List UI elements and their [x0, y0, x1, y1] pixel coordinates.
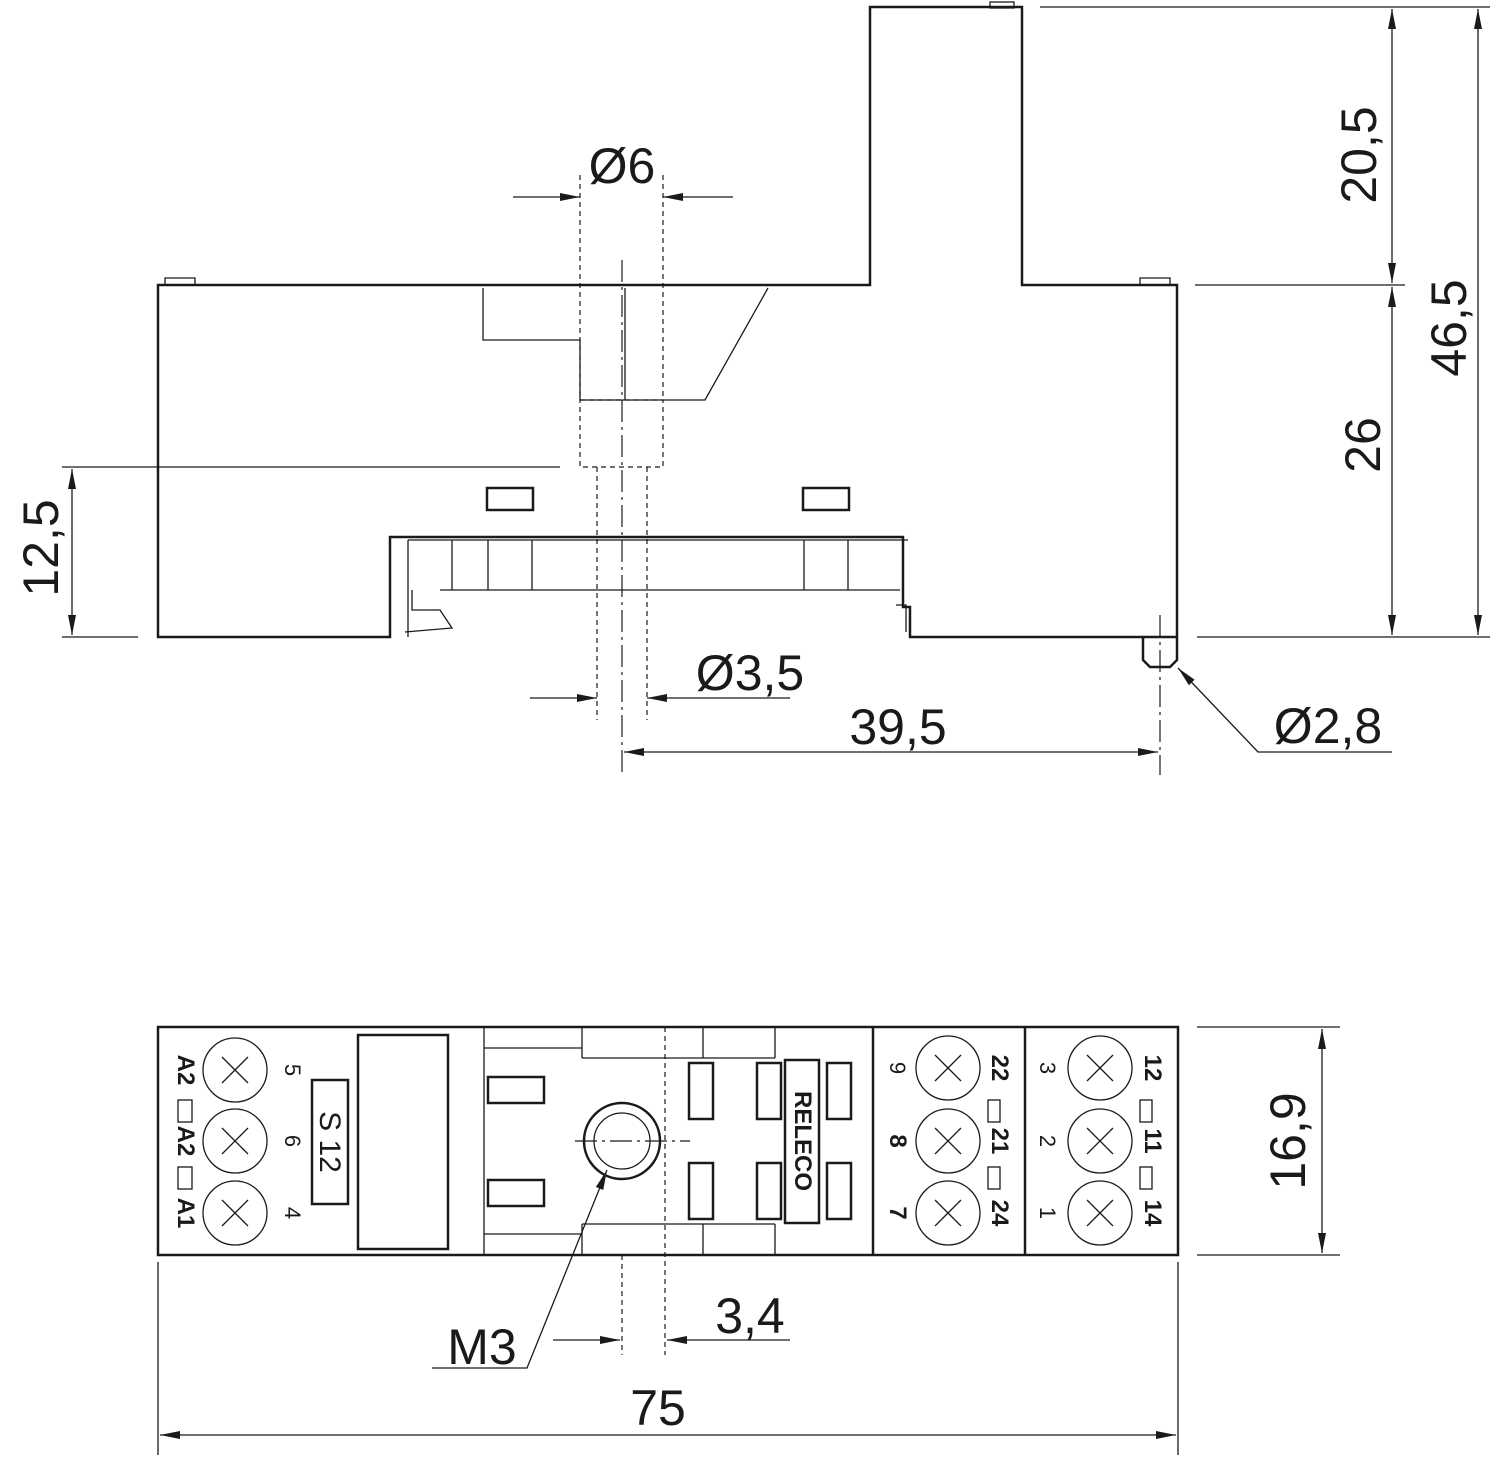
- dim-d2-8-leader: [1177, 667, 1392, 753]
- right-tab-1: [1139, 1099, 1153, 1123]
- slot-tl: [486, 1075, 546, 1105]
- term-num-2: 2: [1035, 1135, 1060, 1147]
- top-view: A2 A2 A1 5 6 4 S 12: [156, 1025, 1180, 1355]
- center-section: [483, 1027, 853, 1255]
- term-label-12: 12: [1139, 1055, 1166, 1082]
- mid-tab-2: [987, 1166, 1001, 1190]
- dim-m3-label: M3: [447, 1319, 516, 1375]
- brand-plate: [783, 1058, 821, 1225]
- screw-24-cross: [934, 1199, 962, 1227]
- left-tab-2: [177, 1166, 193, 1190]
- bore-hidden: [579, 399, 664, 468]
- term-label-22: 22: [986, 1055, 1013, 1082]
- dim-d3-5-label: Ø3,5: [696, 645, 804, 701]
- term-num-3: 3: [1035, 1062, 1060, 1074]
- slot-1: [687, 1061, 715, 1121]
- term-num-9: 9: [885, 1062, 910, 1074]
- screw-14-cross: [1086, 1199, 1114, 1227]
- dim-12-5-label: 12,5: [13, 499, 69, 596]
- side-dimensions: Ø6 20,5 26 46,5 12,5 Ø3,5 39,5 Ø2,: [13, 6, 1490, 756]
- dim-m3-leader: [432, 1169, 608, 1369]
- rail-left-hook: [404, 590, 454, 633]
- dim-46-5-label: 46,5: [1421, 279, 1477, 376]
- dim-16-9-label: 16,9: [1260, 1092, 1316, 1189]
- screw-5-cross: [221, 1056, 249, 1084]
- term-label-a1: A1: [172, 1198, 199, 1229]
- dim-26-label: 26: [1335, 417, 1391, 473]
- term-num-7: 7: [884, 1206, 911, 1219]
- screw-12-cross: [1086, 1054, 1114, 1082]
- term-label-14: 14: [1139, 1200, 1166, 1227]
- top-clip-right: [1139, 277, 1171, 285]
- top-dimensions: 16,9 M3 3,4 75: [157, 1026, 1340, 1455]
- slot-4: [687, 1161, 715, 1221]
- dim-3-4-label: 3,4: [715, 1288, 785, 1344]
- dim-39-5-label: 39,5: [849, 699, 946, 755]
- dim-d6-label: Ø6: [589, 138, 656, 194]
- term-label-24: 24: [986, 1200, 1013, 1227]
- screw-6: [202, 1108, 268, 1174]
- dim-d2-8-label: Ø2,8: [1274, 698, 1382, 754]
- rail-right-hook: [896, 604, 907, 632]
- term-label-a2-top: A2: [172, 1055, 199, 1086]
- term-num-1: 1: [1035, 1207, 1060, 1219]
- top-tab: [989, 1, 1015, 9]
- term-num-6: 6: [280, 1135, 305, 1147]
- screw-6-cross: [221, 1127, 249, 1155]
- label-plate: [356, 1033, 450, 1251]
- screw-22: [915, 1035, 981, 1101]
- term-label-a2-mid: A2: [172, 1126, 199, 1157]
- dim-75-label: 75: [630, 1380, 686, 1436]
- top-clip-left: [164, 277, 196, 285]
- mid-tab-1: [987, 1099, 1001, 1123]
- slot-6: [825, 1161, 853, 1221]
- side-view: [156, 1, 1179, 775]
- term-num-8: 8: [884, 1134, 911, 1147]
- screw-22-cross: [934, 1054, 962, 1082]
- badge-label: S 12: [313, 1111, 346, 1173]
- right-terminals: 3 2 1 12 11 14: [1035, 1035, 1166, 1246]
- window-left: [485, 486, 535, 512]
- left-tab-1: [177, 1099, 193, 1123]
- screw-12: [1067, 1035, 1133, 1101]
- internal-slot: [482, 287, 769, 401]
- slot-3: [825, 1061, 853, 1121]
- screw-21: [915, 1108, 981, 1174]
- screw-5: [202, 1037, 268, 1103]
- screw-4-cross: [221, 1199, 249, 1227]
- socket-body-outline: [156, 5, 1179, 639]
- left-terminals: A2 A2 A1 5 6 4: [172, 1037, 305, 1246]
- right-tab-2: [1139, 1166, 1153, 1190]
- slot-2: [755, 1061, 783, 1121]
- term-label-11: 11: [1139, 1128, 1166, 1153]
- term-num-5: 5: [280, 1064, 305, 1076]
- screw-14: [1067, 1180, 1133, 1246]
- dim-20-5-label: 20,5: [1331, 106, 1387, 203]
- screw-11: [1067, 1108, 1133, 1174]
- slot-bl: [486, 1178, 546, 1208]
- top-outline: [156, 1025, 1180, 1257]
- mid-terminals: 9 8 7 22 21 24: [884, 1035, 1013, 1246]
- window-right: [801, 486, 851, 512]
- term-label-21: 21: [986, 1128, 1013, 1155]
- screw-11-cross: [1086, 1127, 1114, 1155]
- brand-label: RELECO: [789, 1091, 816, 1191]
- slot-5: [755, 1161, 783, 1221]
- badge-box: [310, 1078, 350, 1206]
- term-num-4: 4: [280, 1207, 305, 1219]
- screw-4: [202, 1180, 268, 1246]
- screw-24: [915, 1180, 981, 1246]
- screw-21-cross: [934, 1127, 962, 1155]
